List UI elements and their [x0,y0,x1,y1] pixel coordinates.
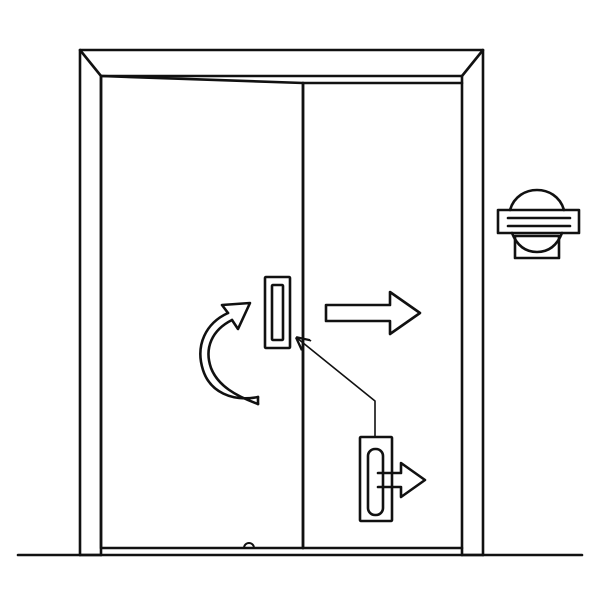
rotate-arrow-icon [199,301,260,406]
flush-handle-detail-icon [358,435,427,523]
flush-handle [263,275,292,350]
pointer-arrow-icon [297,338,376,438]
door-panel-right [301,81,464,550]
slide-right-arrow-icon [324,290,422,336]
door-closer-icon [496,188,581,260]
